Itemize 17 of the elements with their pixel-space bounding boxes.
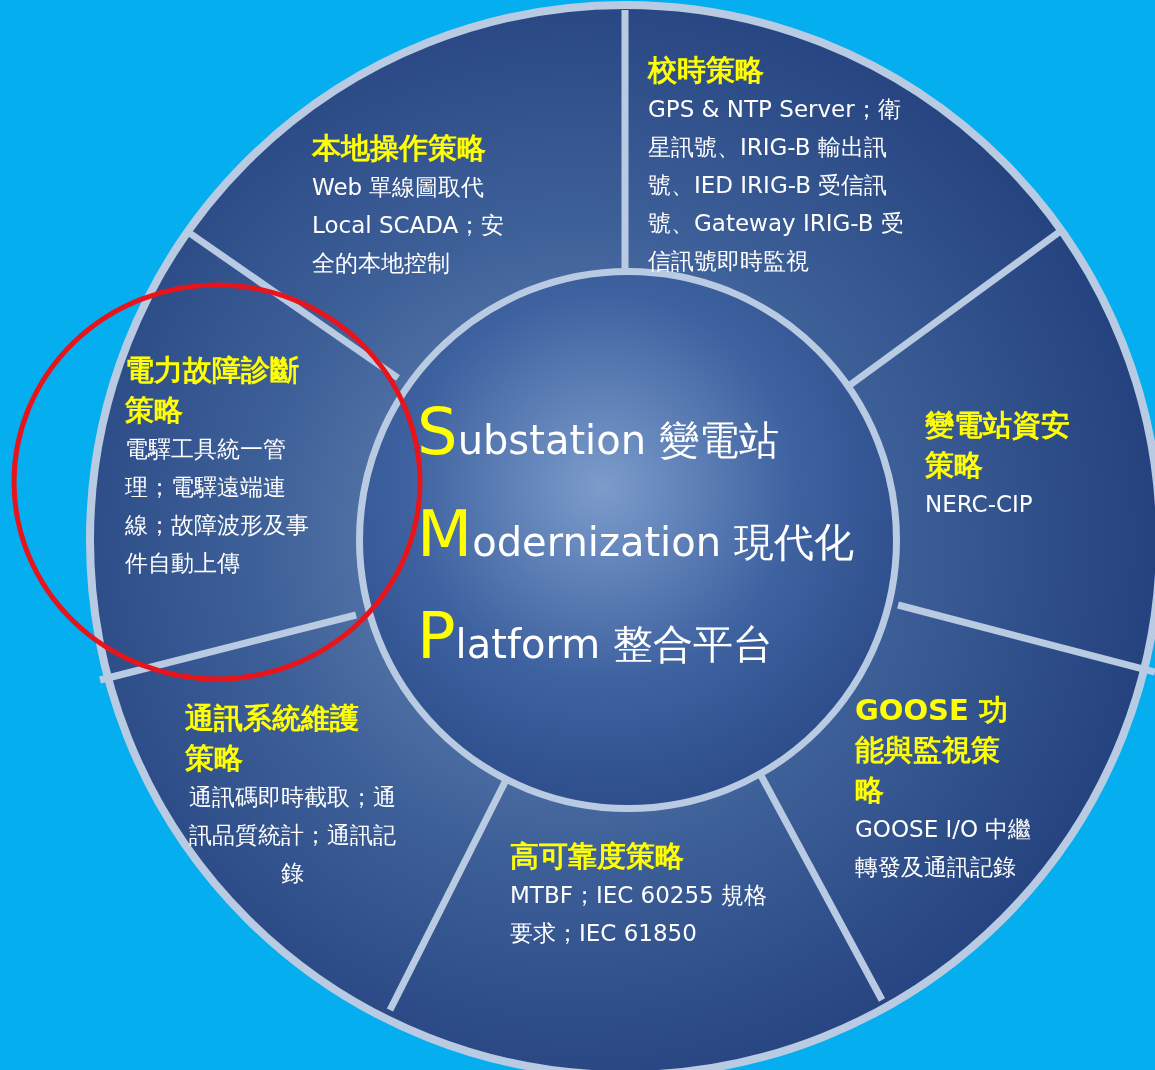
platform-title: Platform 整合平台: [417, 611, 773, 669]
platform-title: Modernization 現代化: [417, 509, 854, 567]
sector-text: MTBF；IEC 60255 規格要求；IEC 61850: [510, 881, 769, 948]
sector-heading: 電力故障診斷策略: [125, 352, 300, 429]
sector-heading: 高可靠度策略: [510, 838, 685, 875]
sector-text: GOOSE I/O 中繼轉發及通訊記錄: [855, 815, 1033, 882]
sector-heading: 校時策略: [648, 52, 765, 89]
sector-heading: 變電站資安策略: [925, 407, 1071, 484]
sector-heading: 本地操作策略: [312, 130, 487, 167]
platform-title: Substation 變電站: [417, 407, 779, 465]
sector-text: 電驛工具統一管理；電驛遠端連線；故障波形及事件自動上傳: [125, 435, 310, 578]
sector-heading: GOOSE 功能與監視策略: [855, 692, 1009, 809]
sector-text: NERC-CIP: [925, 490, 1034, 519]
sector-text: GPS & NTP Server；衛星訊號、IRIG-B 輸出訊號、IED IRIG-B 受信訊號、Gateway IRIG-B 受信訊號即時監視: [648, 95, 905, 276]
sector-text: 通訊碼即時截取；通訊品質統計；通訊記錄: [188, 783, 397, 888]
sector-heading: 通訊系統維護策略: [185, 700, 360, 777]
sector-text: Web 單線圖取代 Local SCADA；安全的本地控制: [312, 173, 506, 278]
